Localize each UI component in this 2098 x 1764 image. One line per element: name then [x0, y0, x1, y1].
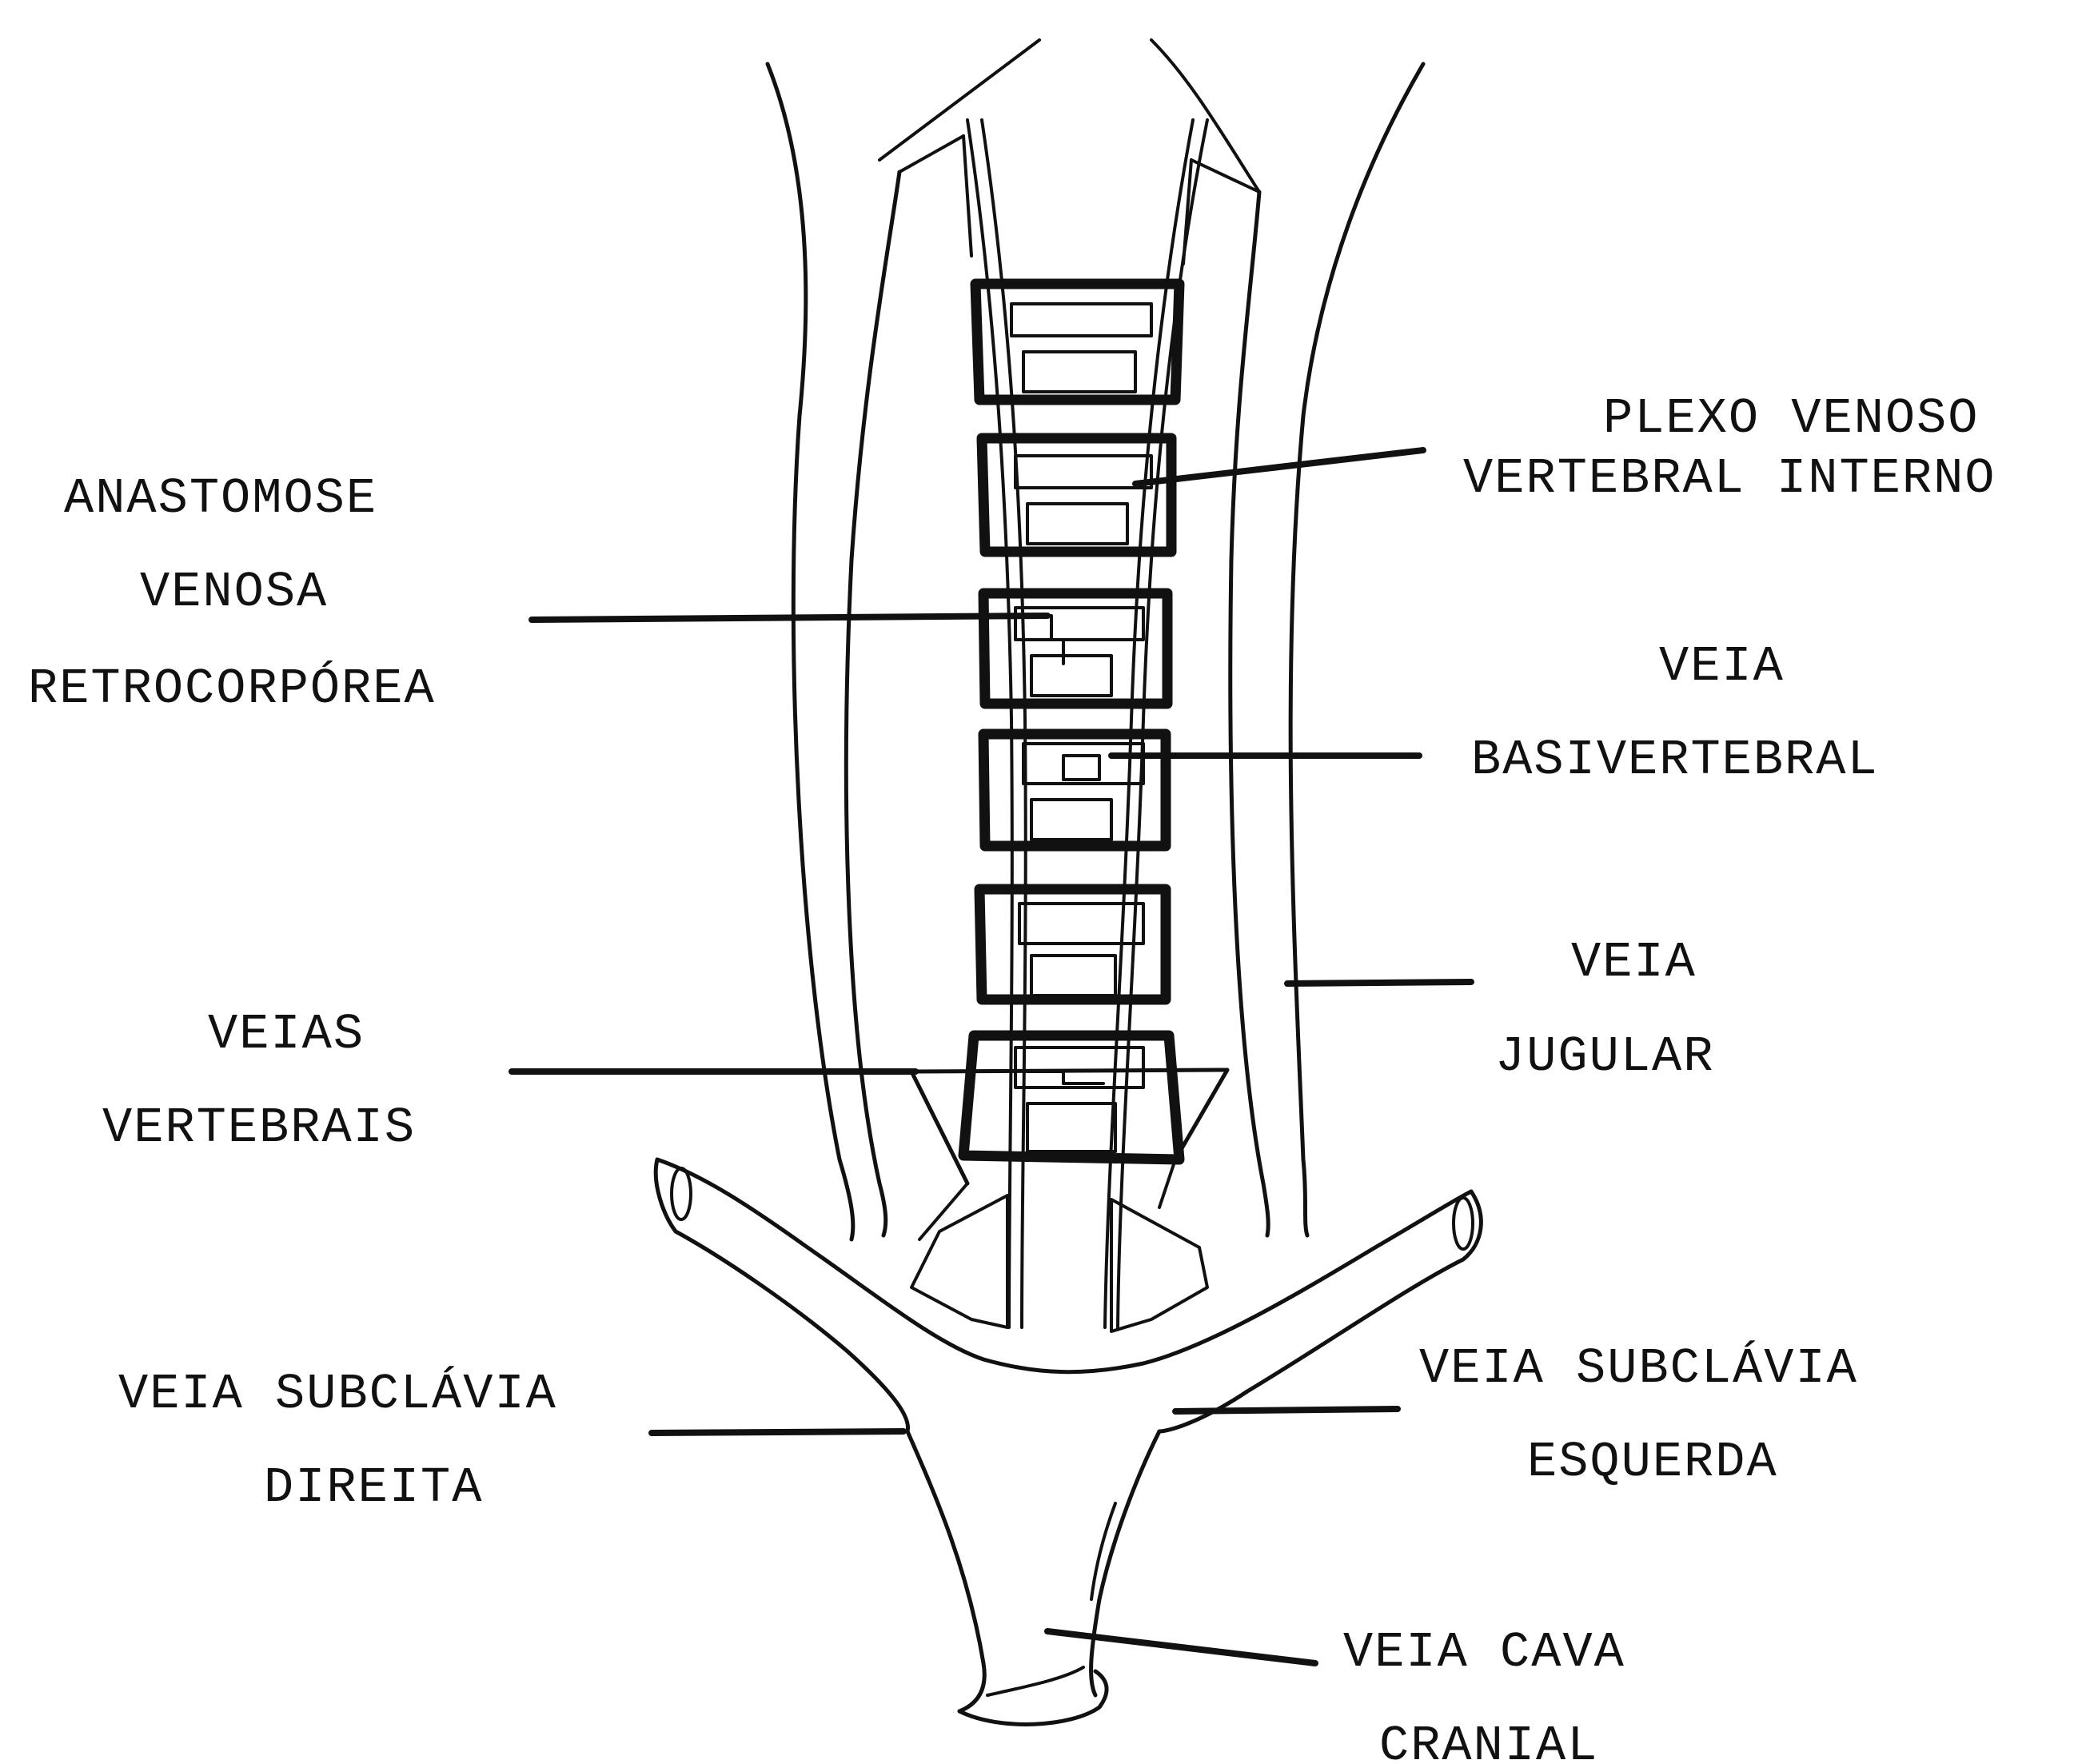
leader-cava — [1047, 1631, 1315, 1663]
label-cava-line1: VEIA CAVA — [1343, 1624, 1625, 1681]
leader-anastomose — [532, 616, 1047, 620]
leader-jugular — [1287, 982, 1471, 984]
internal-vertebral-plexus-channels — [967, 120, 1207, 1327]
label-anastomose-line2: VENOSA — [140, 564, 328, 621]
left-jugular-vein — [1151, 40, 1423, 1235]
cranial-vena-cava — [907, 1431, 1159, 1724]
label-cava-line2: CRANIAL — [1379, 1718, 1598, 1764]
vertebrae — [963, 284, 1179, 1159]
leader-subclavia-direita — [652, 1431, 903, 1433]
leader-subclavia-esquerda — [1175, 1409, 1398, 1411]
leader-plexo — [1135, 450, 1423, 484]
label-anastomose-line1: ANASTOMOSE — [64, 470, 377, 527]
label-jugular-line2: JUGULAR — [1495, 1028, 1714, 1085]
label-subclavia-direita-line1: VEIA SUBCLÁVIA — [118, 1366, 557, 1423]
label-vertebrais-line2: VERTEBRAIS — [102, 1100, 416, 1156]
label-vertebrais-line1: VEIAS — [208, 1006, 365, 1063]
label-subclavia-esquerda-line1: VEIA SUBCLÁVIA — [1419, 1340, 1858, 1397]
label-subclavia-esquerda-line2: ESQUERDA — [1527, 1434, 1778, 1491]
label-basivertebral-line1: VEIA — [1659, 638, 1785, 695]
right-jugular-vein — [768, 40, 1039, 1239]
subclavian-veins — [656, 1159, 1481, 1431]
label-subclavia-direita-line2: DIREITA — [264, 1459, 483, 1516]
label-plexo-line1: PLEXO VENOSO — [1603, 390, 1979, 447]
label-plexo-line2: VERTEBRAL INTERNO — [1463, 450, 1996, 507]
leader-lines — [512, 450, 1471, 1663]
label-basivertebral-line2: BASIVERTEBRAL — [1471, 732, 1879, 788]
vertebra-6 — [963, 1036, 1179, 1159]
label-anastomose-line3: RETROCORPÓREA — [28, 661, 436, 717]
label-jugular-line1: VEIA — [1571, 934, 1697, 991]
